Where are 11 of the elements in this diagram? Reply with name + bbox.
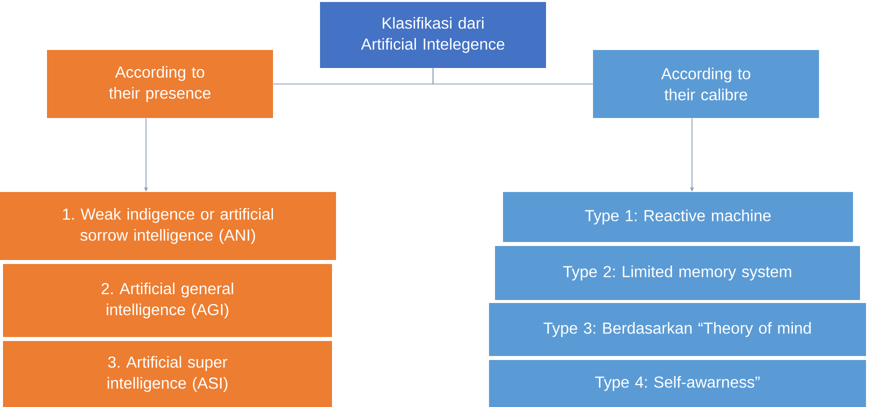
- item-box: Type 4: Self-awarness”: [489, 360, 866, 407]
- item-box: Type 1: Reactive machine: [503, 192, 854, 242]
- category-box: According to their calibre: [593, 50, 819, 118]
- connector: [432, 68, 594, 84]
- item-box: 3. Artificial super intelligence (ASI): [3, 341, 332, 407]
- category-box: According to their presence: [47, 50, 273, 118]
- title-box: Klasifikasi dari Artificial Intelegence: [320, 2, 546, 68]
- item-box: 1. Weak indigence or artificial sorrow intelligence (ANI): [0, 192, 336, 260]
- item-box: Type 2: Limited memory system: [495, 246, 860, 300]
- item-box: 2. Artificial general intelligence (AGI): [3, 264, 332, 337]
- item-box: Type 3: Berdasarkan “Theory of mind: [489, 303, 866, 356]
